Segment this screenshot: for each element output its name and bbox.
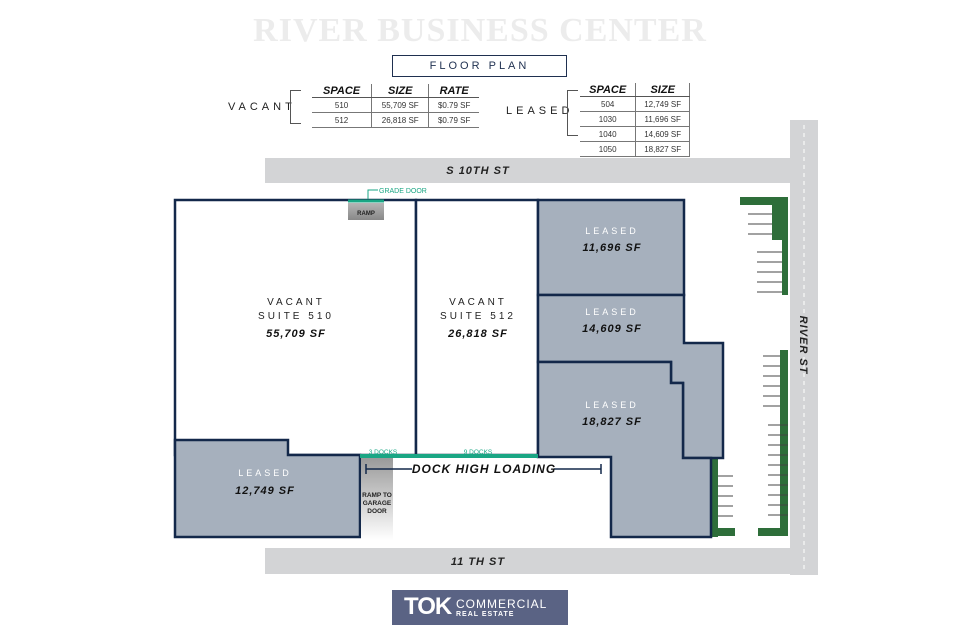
header-size: SIZE bbox=[371, 84, 429, 98]
suite-510-name: SUITE 510 bbox=[258, 311, 334, 322]
parking-stalls bbox=[718, 213, 788, 517]
ramp-label: RAMP bbox=[357, 211, 375, 217]
cell: 18,827 SF bbox=[635, 141, 690, 157]
suite-1040-size: 14,609 SF bbox=[582, 323, 642, 335]
cell: 512 bbox=[312, 112, 372, 128]
cell: $0.79 SF bbox=[428, 112, 479, 128]
suite-510-status: VACANT bbox=[267, 297, 325, 308]
dock-high-loading-label: DOCK HIGH LOADING bbox=[412, 462, 556, 476]
suite-1040-status: LEASED bbox=[585, 307, 639, 317]
cell: $0.79 SF bbox=[428, 97, 479, 113]
cell: 26,818 SF bbox=[371, 112, 429, 128]
road-river bbox=[790, 120, 818, 575]
suite-1030-status: LEASED bbox=[585, 226, 639, 236]
cell: 55,709 SF bbox=[371, 97, 429, 113]
cell: 12,749 SF bbox=[635, 96, 690, 112]
tok-commercial-logo: TOK COMMERCIAL REAL ESTATE bbox=[392, 590, 568, 625]
street-label-south: 11 TH ST bbox=[451, 556, 506, 568]
parking-curbs bbox=[711, 197, 788, 537]
header-size: SIZE bbox=[635, 83, 690, 97]
ramp-garage-label: RAMP TO bbox=[362, 492, 392, 499]
suite-504-status: LEASED bbox=[238, 468, 292, 478]
cell: 11,696 SF bbox=[635, 111, 690, 127]
logo-mark: TOK bbox=[404, 593, 452, 620]
suite-1050[interactable] bbox=[536, 360, 713, 539]
suite-510[interactable] bbox=[173, 198, 418, 457]
header-rate: RATE bbox=[428, 84, 479, 98]
cell: 504 bbox=[580, 96, 636, 112]
leased-label: LEASED bbox=[506, 105, 574, 117]
logo-line1: COMMERCIAL bbox=[456, 597, 548, 611]
suite-1050-size: 18,827 SF bbox=[582, 416, 642, 428]
ramp bbox=[348, 203, 384, 220]
leased-bracket bbox=[567, 90, 578, 136]
suite-512-size: 26,818 SF bbox=[447, 328, 508, 340]
docks9-label: 9 DOCKS bbox=[464, 449, 493, 456]
street-label-north: S 10TH ST bbox=[446, 165, 510, 177]
cell: 14,609 SF bbox=[635, 126, 690, 142]
cell: 1040 bbox=[580, 126, 636, 142]
suite-512[interactable] bbox=[414, 198, 540, 457]
suite-1030-size: 11,696 SF bbox=[583, 242, 642, 254]
vacant-bracket bbox=[290, 90, 301, 124]
street-label-east: RIVER ST bbox=[797, 316, 809, 375]
dock-dimension-line bbox=[365, 464, 602, 474]
vacant-label: VACANT bbox=[228, 101, 296, 113]
road-11th bbox=[265, 548, 818, 574]
suite-504-size: 12,749 SF bbox=[235, 485, 295, 497]
floor-plan-heading: FLOOR PLAN bbox=[392, 55, 567, 77]
ramp-garage-label: GARAGE bbox=[363, 500, 392, 507]
suite-512-name: SUITE 512 bbox=[440, 311, 516, 322]
cell: 1050 bbox=[580, 141, 636, 157]
suite-1030[interactable] bbox=[536, 198, 686, 297]
road-s-10th bbox=[265, 158, 805, 183]
grade-door-label: GRADE DOOR bbox=[379, 188, 427, 195]
ramp-garage-label: DOOR bbox=[367, 508, 387, 515]
header-space: SPACE bbox=[312, 84, 372, 98]
page-title: RIVER BUSINESS CENTER bbox=[253, 12, 707, 49]
suite-512-status: VACANT bbox=[449, 297, 507, 308]
header-space: SPACE bbox=[580, 83, 636, 97]
suite-510-size: 55,709 SF bbox=[266, 328, 326, 340]
grade-door-leader bbox=[367, 189, 378, 199]
logo-line2: REAL ESTATE bbox=[456, 611, 515, 618]
cell: 510 bbox=[312, 97, 372, 113]
cell: 1030 bbox=[580, 111, 636, 127]
suite-1050-status: LEASED bbox=[585, 400, 639, 410]
docks3-label: 3 DOCKS bbox=[369, 449, 398, 456]
